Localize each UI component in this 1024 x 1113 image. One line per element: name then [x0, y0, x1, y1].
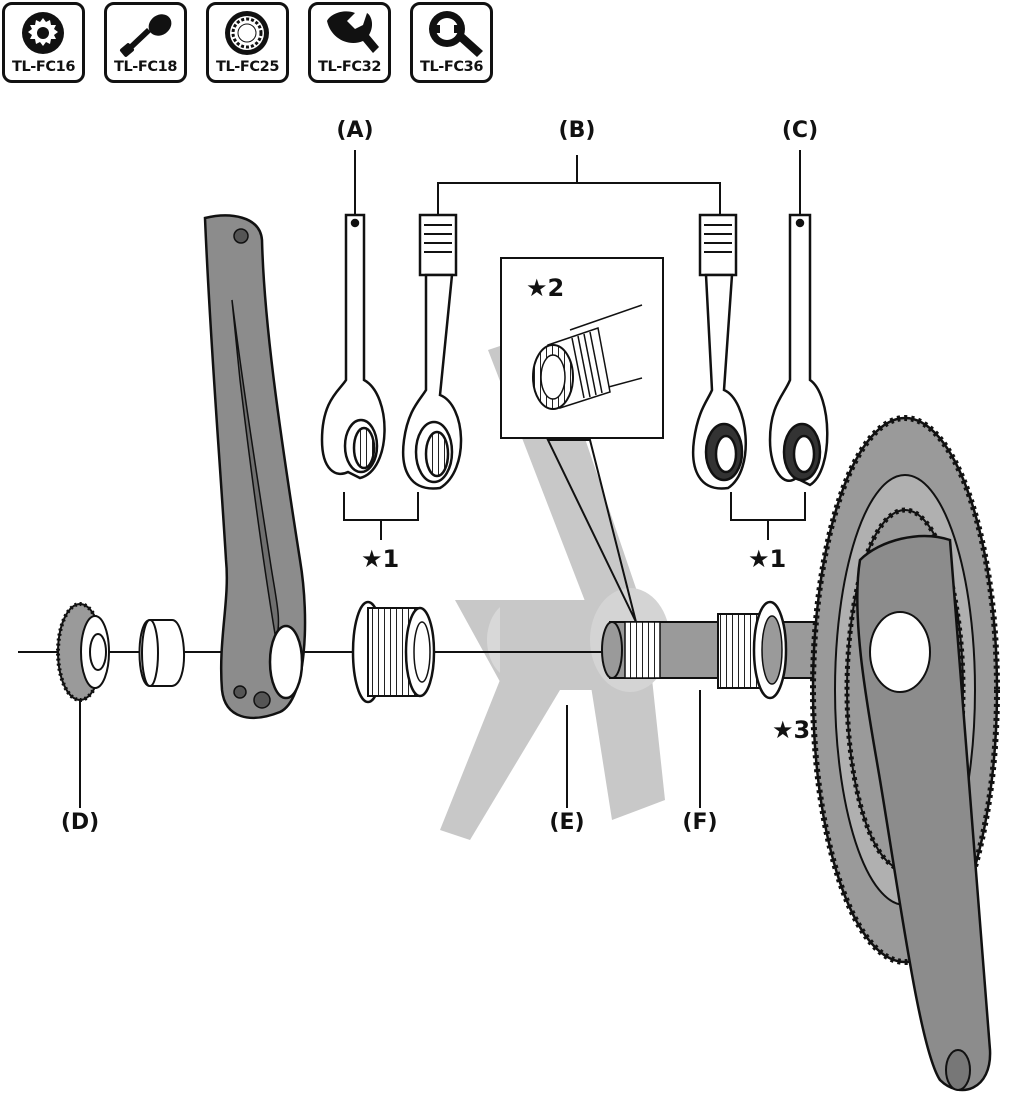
wrench-a	[320, 213, 386, 480]
tool-label: TL-FC25	[215, 59, 280, 75]
tool-tl-fc32: TL-FC32	[308, 2, 391, 83]
tool-icon-row: TL-FC16 TL-FC18 TL-FC25 TL-FC32	[2, 2, 502, 86]
bb-cup-wrench-icon	[429, 11, 483, 57]
right-bb-cup-f	[601, 600, 861, 700]
callout-lines	[79, 150, 806, 808]
tool-tl-fc16: TL-FC16	[2, 2, 85, 83]
star-1-left: ★1	[361, 545, 400, 573]
left-bb-cup	[351, 600, 436, 704]
label-b: (B)	[558, 118, 596, 143]
cup-adapter-ring-icon	[225, 11, 269, 55]
label-c: (C)	[781, 118, 819, 143]
wrench-b-right	[691, 213, 747, 490]
left-crank-arm	[203, 214, 307, 720]
wrench-c	[768, 213, 829, 487]
star-1-right: ★1	[748, 545, 787, 573]
inset-box-spindle-detail	[500, 257, 664, 623]
chainring-crankset	[810, 415, 1000, 1092]
splined-cap-tool-icon	[22, 12, 64, 54]
tool-label: TL-FC16	[11, 59, 76, 75]
label-d: (D)	[60, 810, 100, 835]
tool-label: TL-FC32	[317, 59, 382, 75]
cap-wrench-handle-icon	[120, 14, 172, 57]
tool-label: TL-FC18	[113, 59, 178, 75]
label-e: (E)	[549, 810, 585, 835]
label-a: (A)	[336, 118, 374, 143]
tool-tl-fc36: TL-FC36	[410, 2, 493, 83]
crank-cap-d	[56, 602, 110, 702]
star-3: ★3	[772, 716, 811, 744]
label-f: (F)	[682, 810, 718, 835]
hook-wrench-icon	[327, 11, 379, 54]
tool-label: TL-FC36	[419, 59, 484, 75]
tool-tl-fc18: TL-FC18	[104, 2, 187, 83]
tool-tl-fc25: TL-FC25	[206, 2, 289, 83]
star-2: ★2	[526, 274, 565, 302]
wrench-b-left	[401, 213, 463, 490]
washer	[138, 619, 185, 687]
